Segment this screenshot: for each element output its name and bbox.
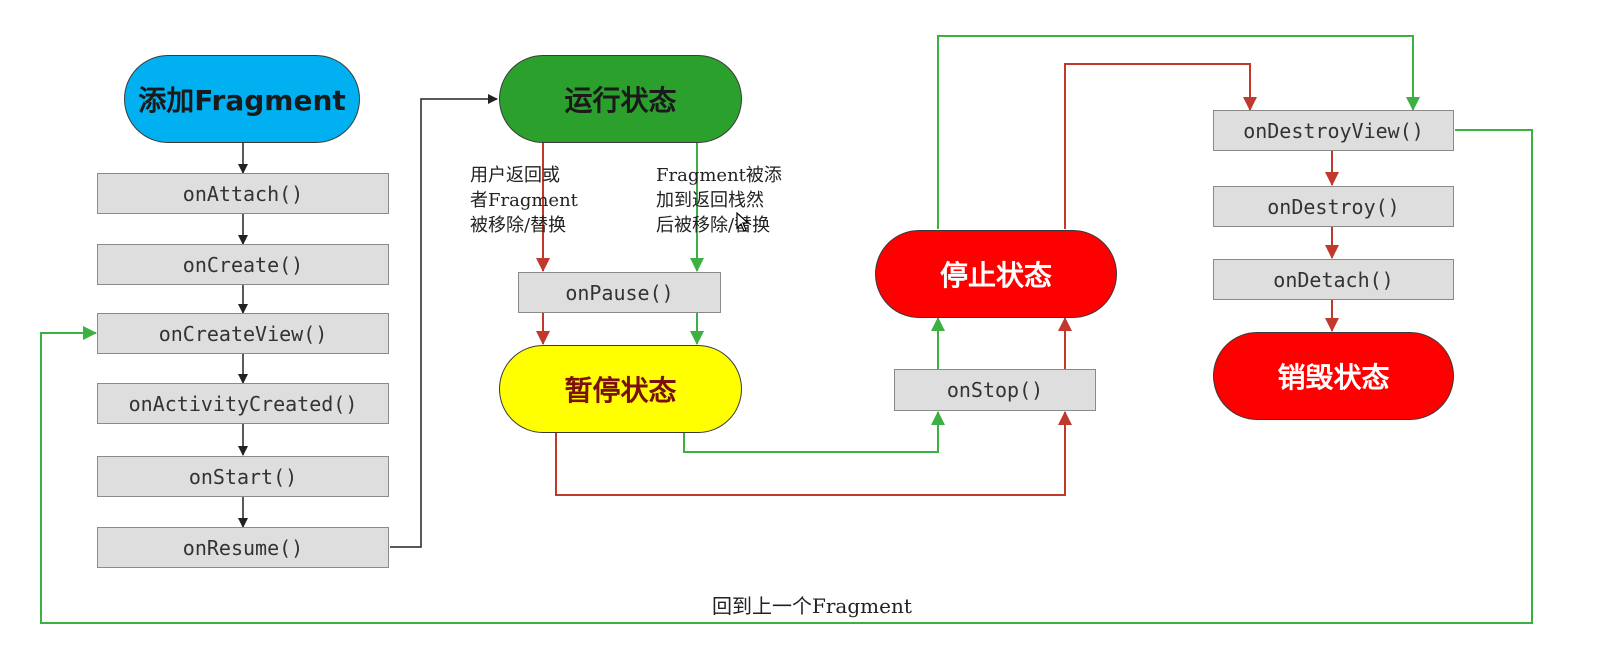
- on-create-view-box: onCreateView(): [97, 313, 389, 354]
- left-path-label-line-2: 者Fragment: [470, 190, 578, 211]
- add-fragment-node: 添加Fragment: [124, 55, 360, 143]
- right-path-label-line-1: Fragment被添: [656, 165, 782, 186]
- right-path-label-line-3: 后被移除/替换: [656, 215, 771, 236]
- on-destroy-view-box: onDestroyView(): [1213, 110, 1454, 151]
- on-detach-box: onDetach(): [1213, 259, 1454, 300]
- on-start-box: onStart(): [97, 456, 389, 497]
- paused-state-node: 暂停状态: [499, 345, 742, 433]
- right-path-label: Fragment被添 加到返回栈然 后被移除/替换: [656, 163, 782, 238]
- left-path-label-line-1: 用户返回或: [470, 165, 560, 186]
- green-paused-to-stop: [683, 411, 945, 453]
- on-stop-box: onStop(): [894, 369, 1096, 411]
- left-path-label: 用户返回或 者Fragment 被移除/替换: [470, 163, 578, 238]
- red-stopped-to-destroyview: [1064, 63, 1257, 229]
- on-create-box: onCreate(): [97, 244, 389, 285]
- green-back-to-createview: [40, 129, 1533, 624]
- red-paused-to-stop: [555, 411, 1072, 496]
- on-attach-box: onAttach(): [97, 173, 389, 214]
- stopped-state-node: 停止状态: [875, 230, 1117, 318]
- left-path-label-line-3: 被移除/替换: [470, 215, 567, 236]
- running-state-node: 运行状态: [499, 55, 742, 143]
- arrow-resume-to-running: [390, 94, 498, 548]
- on-pause-box: onPause(): [518, 272, 721, 313]
- green-stopped-to-destroyview: [937, 35, 1420, 229]
- mouse-pointer-icon: [736, 211, 750, 235]
- destroyed-state-node: 销毁状态: [1213, 332, 1454, 420]
- back-to-previous-label: 回到上一个Fragment: [712, 594, 912, 618]
- on-activity-created-box: onActivityCreated(): [97, 383, 389, 424]
- right-path-label-line-2: 加到返回栈然: [656, 190, 764, 211]
- on-destroy-box: onDestroy(): [1213, 186, 1454, 227]
- on-resume-box: onResume(): [97, 527, 389, 568]
